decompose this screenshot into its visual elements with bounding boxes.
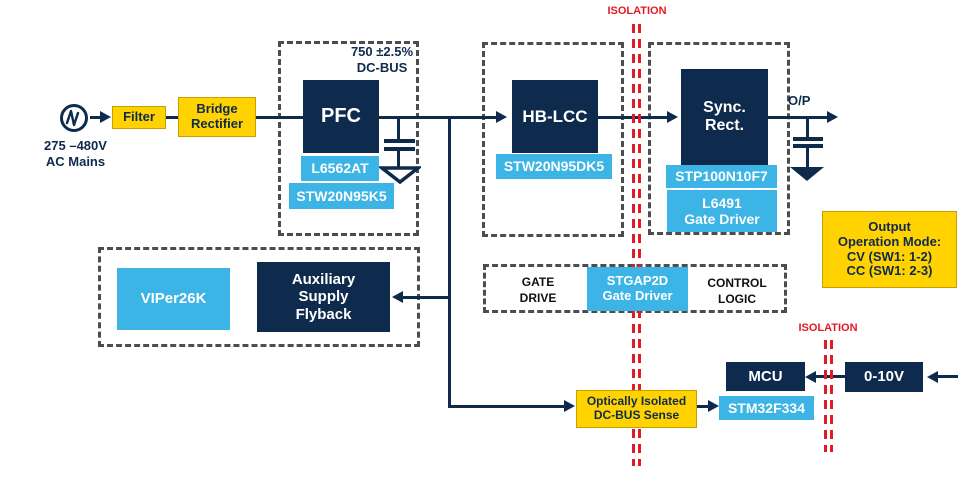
- capacitor-plate: [384, 139, 415, 143]
- sync-rect-line2: Rect.: [704, 117, 745, 134]
- output-mode-note: Output Operation Mode: CV (SW1: 1-2) CC …: [822, 211, 957, 288]
- isolation-line-primary: [638, 24, 641, 466]
- wire-dc-bus-trunk: [448, 117, 451, 408]
- output-mode-line1: Output: [868, 218, 911, 234]
- capacitor-plate: [384, 147, 415, 151]
- dc-bus-sense-block: Optically Isolated DC-BUS Sense: [576, 390, 697, 428]
- wire-trunk-aux: [403, 296, 448, 299]
- gate-drive-dashed-group: [483, 264, 787, 313]
- l6562at-chip: L6562AT: [301, 156, 379, 181]
- wire-sense-mcu: [697, 405, 709, 408]
- l6491-line1: L6491: [702, 194, 742, 211]
- pfc-block: PFC: [303, 80, 379, 153]
- stw20n95k5-chip: STW20N95K5: [289, 183, 394, 209]
- wire-input-analog: [938, 375, 958, 378]
- output-label: O/P: [788, 93, 811, 108]
- isolation-line-secondary: [824, 340, 827, 452]
- arrowhead-icon: [927, 371, 938, 383]
- ac-mains-label: AC Mains: [45, 154, 106, 169]
- hb-lcc-block: HB-LCC: [512, 80, 598, 153]
- output-capacitor: [806, 117, 809, 137]
- bridge-rectifier-block: Bridge Rectifier: [178, 97, 256, 137]
- gate-drive-label: GATE DRIVE: [519, 275, 557, 305]
- output-mode-line3: CV (SW1: 1-2): [846, 248, 933, 264]
- stgap2d-gate-driver-chip: STGAP2D Gate Driver: [587, 267, 688, 311]
- output-ground-icon: [790, 167, 824, 181]
- stw20n95dk5-chip: STW20N95DK5: [496, 154, 612, 179]
- ac-source-icon: [60, 104, 88, 132]
- ground-icon: [379, 166, 421, 185]
- pfc-dashed-group: [278, 41, 419, 236]
- filter-block: Filter: [112, 106, 166, 129]
- capacitor-plate: [793, 137, 823, 141]
- output-mode-line4: CC (SW1: 2-3): [846, 263, 933, 279]
- l6491-gate-driver-chip: L6491 Gate Driver: [667, 190, 777, 232]
- arrowhead-icon: [100, 111, 111, 123]
- mcu-block: MCU: [726, 362, 805, 391]
- arrowhead-icon: [667, 111, 678, 123]
- arrowhead-icon: [708, 400, 719, 412]
- dc-bus-name-line: DC-BUS: [356, 60, 408, 76]
- sync-rect-line1: Sync.: [703, 98, 746, 116]
- capacitor-lead: [806, 148, 809, 167]
- wire-bridge-pfc: [255, 116, 303, 119]
- wire-filter-bridge: [166, 116, 178, 119]
- isolation-label-bottom: ISOLATION: [798, 322, 858, 334]
- hb-lcc-dashed-group: [482, 42, 624, 237]
- wire-trunk-sense: [448, 405, 564, 408]
- arrowhead-icon: [392, 291, 403, 303]
- arrowhead-icon: [827, 111, 838, 123]
- isolation-label-top: ISOLATION: [607, 5, 667, 17]
- arrowhead-icon: [564, 400, 575, 412]
- output-mode-line2: Operation Mode:: [837, 233, 942, 249]
- isolation-line-primary: [632, 24, 635, 466]
- arrowhead-icon: [496, 111, 507, 123]
- stgap2d-line2: Gate Driver: [602, 288, 673, 303]
- wire-source-filter: [90, 116, 101, 119]
- stm32f334-chip: STM32F334: [719, 396, 814, 420]
- isolation-line-secondary: [830, 340, 833, 452]
- dc-bus-spec-line: 750 ±2.5%: [350, 44, 414, 59]
- control-logic-label: CONTROL LOGIC: [707, 276, 767, 306]
- sync-rect-dashed-group: [648, 42, 790, 235]
- ac-range-label: 275 –480V: [44, 138, 107, 153]
- l6491-line2: Gate Driver: [684, 211, 760, 227]
- wire-dc-bus: [379, 116, 496, 119]
- capacitor-lead: [397, 151, 400, 167]
- stgap2d-line1: STGAP2D: [606, 273, 669, 289]
- pfc-bus-capacitor: [397, 117, 400, 139]
- viper26k-chip: VIPer26K: [117, 268, 230, 330]
- analog-0-10v-block: 0-10V: [845, 362, 923, 392]
- capacitor-plate: [793, 144, 823, 148]
- wire-output: [768, 116, 827, 119]
- dc-bus-spec-label: 750 ±2.5% DC-BUS: [322, 44, 442, 77]
- aux-supply-flyback-block: Auxiliary Supply Flyback: [257, 262, 390, 332]
- stp100n10f7-chip: STP100N10F7: [666, 165, 777, 188]
- arrowhead-icon: [805, 371, 816, 383]
- sync-rect-block: Sync. Rect.: [681, 69, 768, 165]
